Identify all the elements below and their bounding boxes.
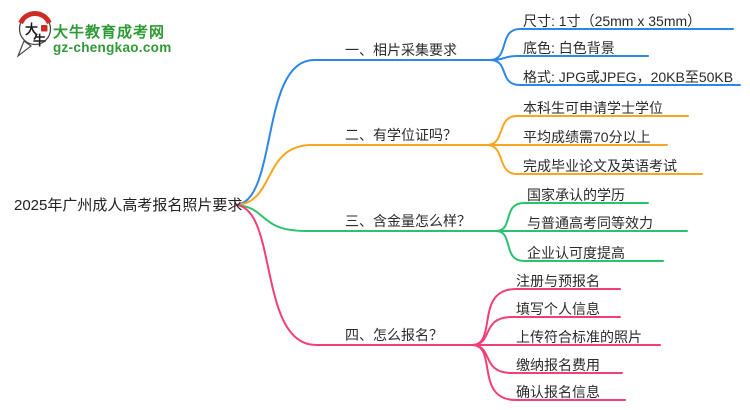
branch-1-leaf-1: 尺寸: 1寸（25mm x 35mm） [523,13,702,29]
branch-2-leaf-2: 平均成绩需70分以上 [523,129,651,145]
branch-4-leaf-5: 确认报名信息 [516,384,600,400]
branch-2-lines [235,115,703,206]
branch-3-leaf-1: 国家承认的学历 [527,187,625,203]
logo-url: gz-chengkao.com [53,40,172,55]
logo-icon-char-2: 牛 [33,33,46,48]
branch-1-lines [235,28,741,206]
branch-2-label: 二、有学位证吗？ [345,127,457,143]
branch-1-main-curve [235,59,491,206]
branch-4-leaf-2: 填写个人信息 [516,301,600,317]
root-node: 2025年广州成人高考报名照片要求 [14,197,243,214]
branch-1-leaf-2: 底色: 白色背景 [523,40,615,56]
bull-speech-bubble-icon: 大 牛 [16,10,52,58]
branch-4-leaf-5-curve [471,344,626,401]
branch-4-leaf-4: 缴纳报名费用 [516,357,600,373]
branch-3-leaf-3: 企业认可度提高 [527,245,625,261]
branch-3-label: 三、含金量怎么样？ [345,213,471,229]
branch-3-leaf-2: 与普通高考同等效力 [527,215,653,231]
branch-1-leaf-3: 格式: JPG或JPEG，20KB至50KB [523,69,734,85]
branch-1-leaf-2-curve [489,55,649,61]
branch-2-main-curve [235,144,488,206]
branch-1-label: 一、相片采集要求 [345,42,457,58]
branch-3-main-curve [235,204,497,232]
logo-icon-char-1: 大 [25,22,38,37]
branch-4-leaf-3: 上传符合标准的照片 [516,329,642,345]
red-cap-arc [18,10,52,25]
site-logo: 大 牛 大牛教育成考网 gz-chengkao.com [16,10,172,58]
branch-3-leaf-3-curve [495,230,664,262]
branch-2-leaf-3-curve [486,144,703,175]
branch-4-leaf-1: 注册与预报名 [516,273,600,289]
branch-1-leaf-3-curve [489,59,741,86]
speech-bubble-tail [16,40,33,58]
logo-title: 大牛教育成考网 [53,23,165,41]
branch-4-leaf-2-curve [471,316,621,346]
branch-4-lines [235,204,661,401]
branch-3-lines [235,202,688,262]
branch-2-leaf-3: 完成毕业论文及英语考试 [523,158,677,174]
branch-4-label: 四、怎么报名？ [345,327,443,343]
branch-4-main-curve [235,204,473,346]
branch-2-leaf-1: 本科生可申请学士学位 [523,100,663,116]
red-seal-stamp [41,25,48,32]
